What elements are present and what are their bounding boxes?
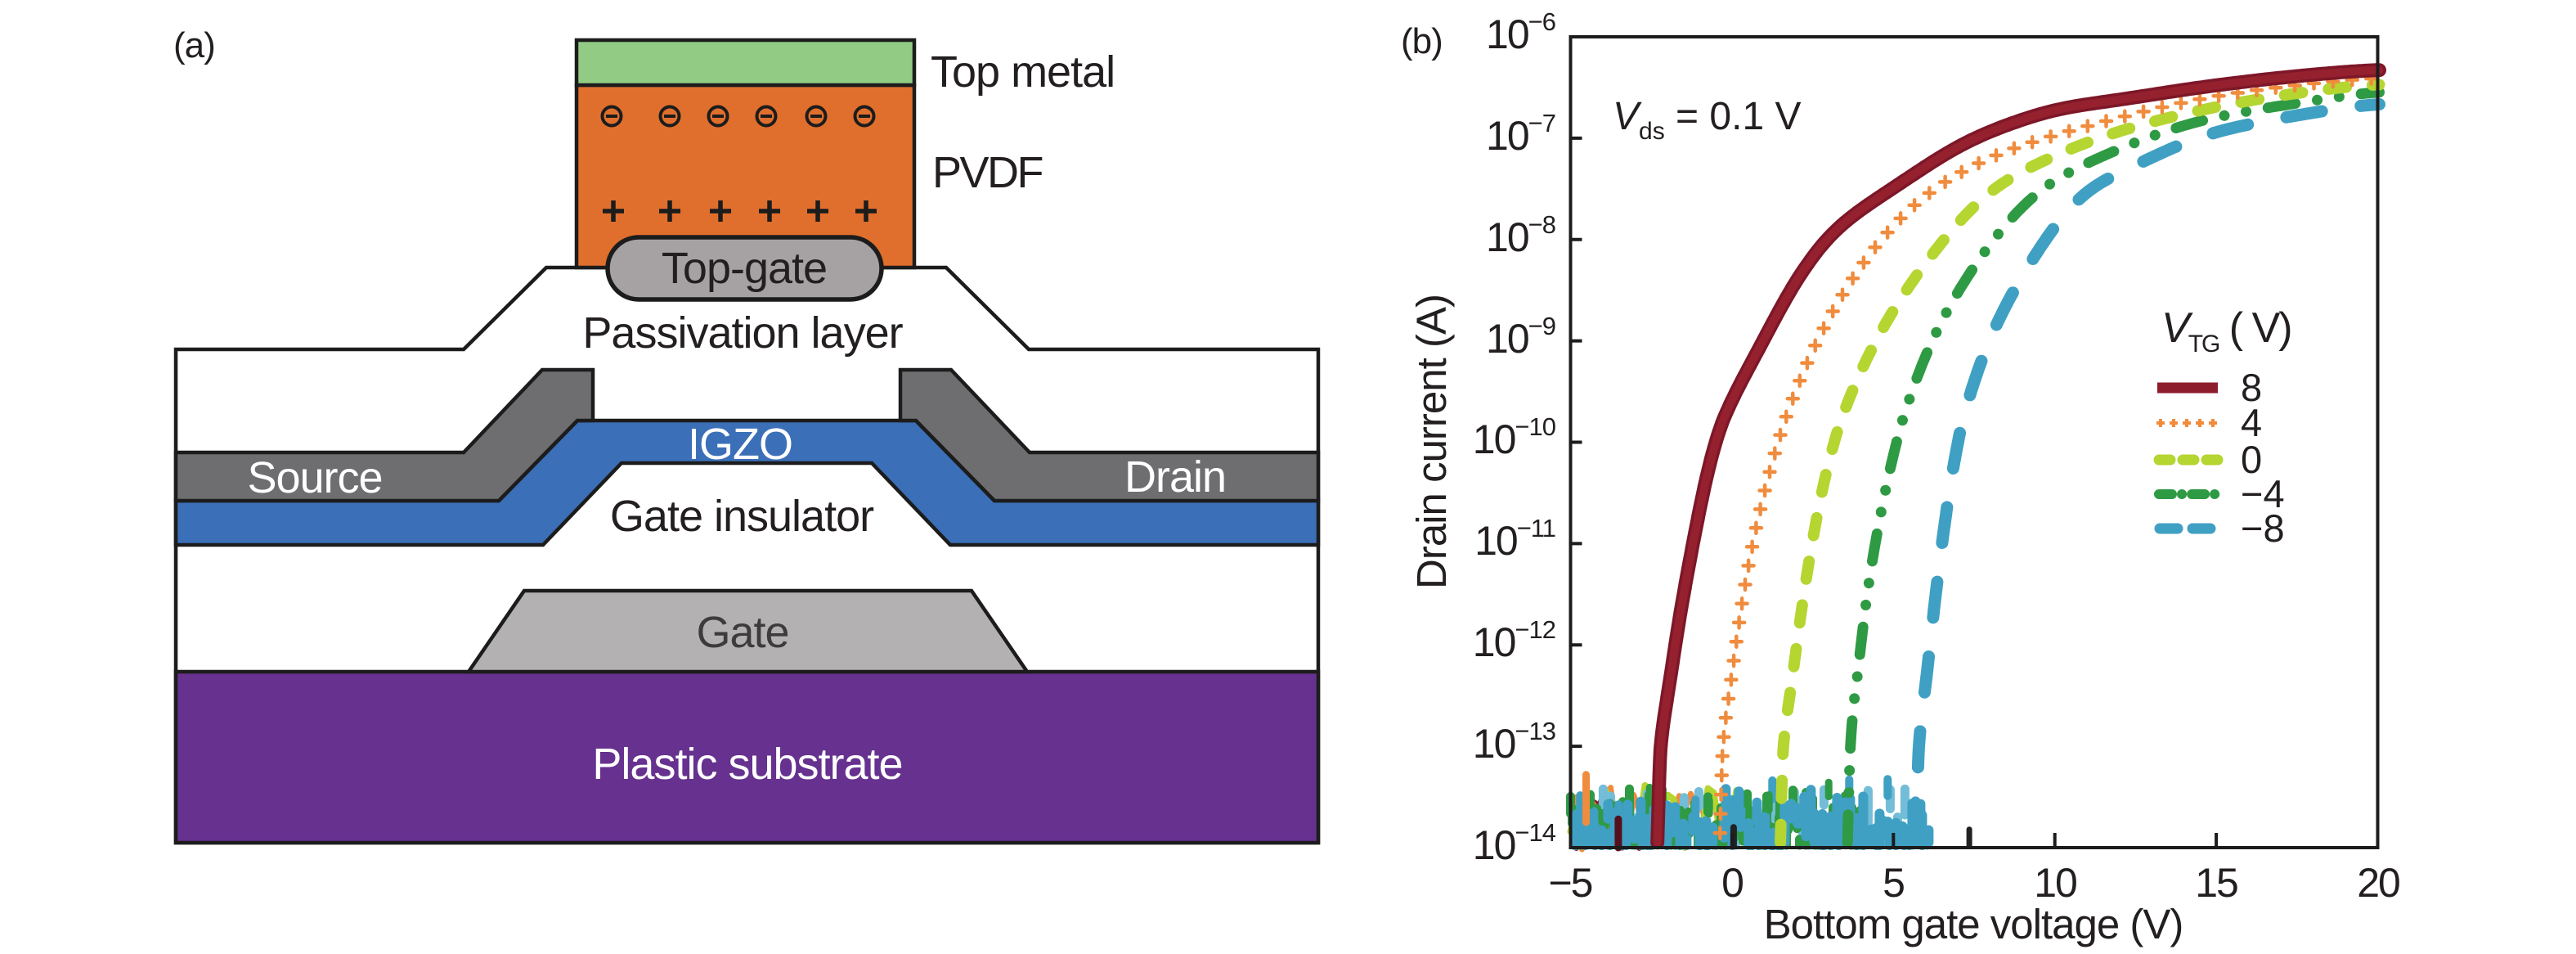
svg-text:−8: −8 [2241, 506, 2285, 550]
svg-text:Plastic substrate: Plastic substrate [592, 740, 902, 789]
svg-text:(a): (a) [173, 25, 215, 65]
svg-text:8: 8 [2241, 366, 2262, 409]
svg-text:PVDF: PVDF [932, 148, 1043, 197]
svg-text:Drain current (A): Drain current (A) [1408, 295, 1455, 589]
svg-text:−5: −5 [1548, 860, 1591, 906]
svg-text:Bottom gate voltage (V): Bottom gate voltage (V) [1764, 901, 2183, 947]
svg-text:20: 20 [2357, 860, 2399, 906]
svg-text:10−14: 10−14 [1473, 818, 1556, 868]
svg-text:5: 5 [1883, 860, 1904, 906]
svg-text:10: 10 [2034, 860, 2076, 906]
svg-text:Vds = 0.1 V: Vds = 0.1 V [1613, 95, 1801, 145]
svg-text:Top metal: Top metal [931, 47, 1115, 97]
svg-text:Gate: Gate [696, 608, 788, 657]
svg-text:Source: Source [247, 453, 382, 502]
svg-text:−4: −4 [2241, 472, 2285, 515]
svg-text:Passivation layer: Passivation layer [582, 308, 903, 358]
svg-text:4: 4 [2241, 401, 2262, 444]
svg-text:15: 15 [2195, 860, 2237, 906]
svg-text:0: 0 [1721, 860, 1743, 906]
svg-text:(b): (b) [1401, 21, 1443, 61]
svg-text:10−9: 10−9 [1486, 312, 1555, 362]
svg-text:VTG ( V): VTG ( V) [2161, 304, 2291, 358]
svg-text:Drain: Drain [1124, 452, 1226, 502]
svg-text:10−11: 10−11 [1474, 514, 1555, 564]
svg-text:Top-gate: Top-gate [662, 244, 827, 293]
svg-text:IGZO: IGZO [688, 420, 792, 469]
svg-text:0: 0 [2241, 438, 2262, 481]
svg-text:Gate insulator: Gate insulator [610, 492, 874, 541]
